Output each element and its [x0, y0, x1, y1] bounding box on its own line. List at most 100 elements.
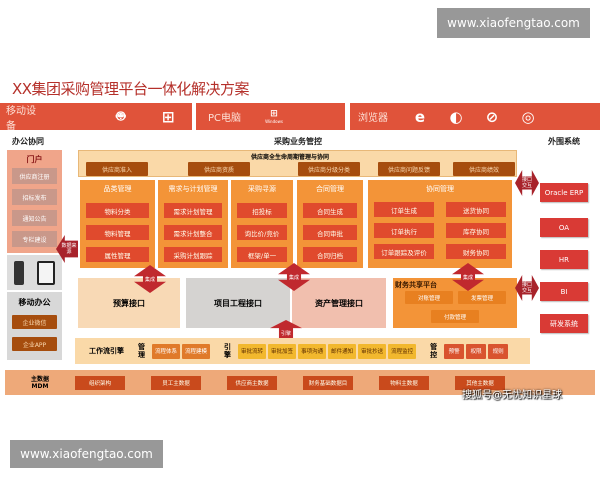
module-title: 品类管理: [103, 185, 132, 193]
workflow-item: 邮件通知: [328, 343, 357, 359]
module-item: 订单生成: [374, 202, 434, 217]
mobile-office-item: 企业微信: [12, 315, 57, 329]
device-bar-pc: PC电脑 ⊞Windows: [196, 103, 345, 130]
android-icon: 🤖︎: [116, 107, 126, 125]
mdm-title-block: 主数据 MDM: [5, 376, 75, 390]
mdm-band: 主数据 MDM 组织架构 员工主数据 供应商主数据 财务基础数据目 物料主数据 其他主数据: [5, 370, 595, 395]
safari-icon: ⊘: [485, 107, 499, 126]
module-2: 需求与计划管理需求计划管理需求计划整合采购计划跟踪: [158, 180, 228, 268]
module-4: 合同管理合同生成合同审批合同归档: [297, 180, 363, 268]
module-title: 协同管理: [426, 185, 454, 193]
external-system: HR: [540, 250, 588, 269]
finance-item: 付款管理: [431, 310, 479, 323]
module-item: 合同审批: [303, 225, 357, 240]
portal-item: 专栏建设: [12, 231, 57, 247]
external-system: 研发系统: [540, 314, 588, 333]
mdm-item: 供应商主数据: [227, 375, 277, 390]
module-item: 物料管理: [86, 225, 149, 240]
module-item: 框架/单一: [237, 247, 287, 262]
workflow-group-label: 管理: [138, 343, 145, 359]
workflow-item: 审批抄送: [358, 343, 387, 359]
finance-item: 发票管理: [458, 291, 506, 304]
section-office: 办公协同: [12, 137, 44, 146]
lifecycle-item: 供应商绩效: [453, 162, 515, 176]
portal-item: 供应商注册: [12, 168, 57, 184]
module-3: 采购寻源招投标询比价/竞价框架/单一: [231, 180, 293, 268]
module-item: 招投标: [237, 203, 287, 218]
module-items-grid: 订单生成送货协同订单执行库存协同订单跟踪及评价财务协同: [368, 196, 512, 265]
chrome-icon: ◎: [521, 107, 535, 126]
watermark-bottom: www.xiaofengtao.com: [10, 440, 163, 468]
module-item: 送货协同: [446, 202, 506, 217]
mdm-subtitle: MDM: [31, 382, 49, 390]
module-item: 采购计划跟踪: [164, 247, 222, 262]
lifecycle-title: 供应商全生命周期管理与协同: [251, 154, 330, 161]
module-item: 询比价/竞价: [237, 225, 287, 240]
firefox-icon: ◐: [449, 107, 463, 126]
mdm-item: 财务基础数据目: [303, 375, 353, 390]
module-title: 合同管理: [316, 185, 344, 193]
windows-logo-icon: ⊞Windows: [265, 109, 283, 124]
ie-icon: e: [414, 107, 426, 126]
device-bar-browser: 浏览器 e ◐ ⊘ ◎: [350, 103, 600, 130]
section-business: 采购业务管控: [274, 137, 322, 146]
module-1: 品类管理物料分类物料管理属性管理: [80, 180, 155, 268]
mdm-item: 其他主数据: [455, 375, 505, 390]
windows-tiles-icon: ⊞: [161, 107, 175, 126]
portal-panel: 门户 供应商注册招标发布通知公告专栏建设: [7, 150, 62, 253]
finance-title: 财务共享平台: [395, 281, 437, 289]
lifecycle-panel: 供应商全生命周期管理与协同 供应商准入供应商资质供应商分级分类供应商问题反馈供应…: [78, 150, 517, 177]
workflow-item: 预警: [444, 343, 465, 359]
workflow-item: 规则: [488, 343, 509, 359]
portal-title: 门户: [26, 154, 43, 164]
module-5: 协同管理订单生成送货协同订单执行库存协同订单跟踪及评价财务协同: [368, 180, 512, 268]
browser-label: 浏览器: [358, 113, 388, 124]
portal-item: 招标发布: [12, 189, 57, 205]
module-item: 订单跟踪及评价: [374, 244, 434, 259]
pc-label: PC电脑: [208, 113, 242, 124]
sohu-watermark: 搜狐号@无忧知识星球: [462, 390, 562, 401]
module-item: 订单执行: [374, 223, 434, 238]
page-title: XX集团采购管理平台一体化解决方案: [12, 80, 250, 98]
device-images: [7, 255, 62, 290]
apple-icon: [63, 108, 83, 126]
external-system: Oracle ERP: [540, 183, 588, 202]
lifecycle-item: 供应商分级分类: [298, 162, 360, 176]
workflow-item: 流程建模: [182, 343, 211, 359]
tablet-icon: [37, 260, 56, 285]
lifecycle-item: 供应商资质: [188, 162, 250, 176]
watermark-top: www.xiaofengtao.com: [437, 8, 590, 38]
interface-project: 项目工程接口: [186, 278, 290, 328]
device-bar-mobile: 移动设备 🤖︎ ⊞: [0, 103, 192, 132]
module-item: 合同生成: [303, 203, 357, 218]
module-item: 需求计划管理: [164, 203, 222, 218]
section-external: 外围系统: [548, 137, 580, 146]
interface-arrow: 接口交互: [515, 170, 539, 196]
mobile-office-panel: 移动办公 企业微信企业APP: [7, 292, 62, 360]
mobile-label: 移动设备: [6, 105, 36, 132]
lifecycle-item: 供应商问题反馈: [378, 162, 440, 176]
module-item: 物料分类: [86, 203, 149, 218]
workflow-item: 审批加签: [268, 343, 297, 359]
module-item: 需求计划整合: [164, 225, 222, 240]
module-title: 采购寻源: [248, 185, 276, 193]
module-item: 合同归档: [303, 247, 357, 262]
mdm-title: 主数据: [30, 375, 49, 383]
external-system: BI: [540, 282, 588, 301]
mdm-item: 物料主数据: [379, 375, 429, 390]
module-item: 库存协同: [446, 223, 506, 238]
mdm-item: 员工主数据: [151, 375, 201, 390]
workflow-item: 审批流转: [238, 343, 267, 359]
interface-arrow: 接口交互: [515, 275, 539, 301]
mobile-office-title: 移动办公: [18, 297, 51, 307]
phone-icon: [13, 260, 24, 285]
workflow-item: 事项沟通: [298, 343, 327, 359]
finance-panel: 财务共享平台 对账管理 发票管理 付款管理: [393, 278, 517, 328]
workflow-group-label: 引擎: [224, 343, 232, 359]
external-system: OA: [540, 218, 588, 237]
workflow-item: 流程监控: [388, 343, 417, 359]
workflow-item: 权限: [466, 343, 487, 359]
mdm-item: 组织架构: [75, 375, 125, 390]
finance-item: 对账管理: [405, 291, 453, 304]
portal-item: 通知公告: [12, 210, 57, 226]
